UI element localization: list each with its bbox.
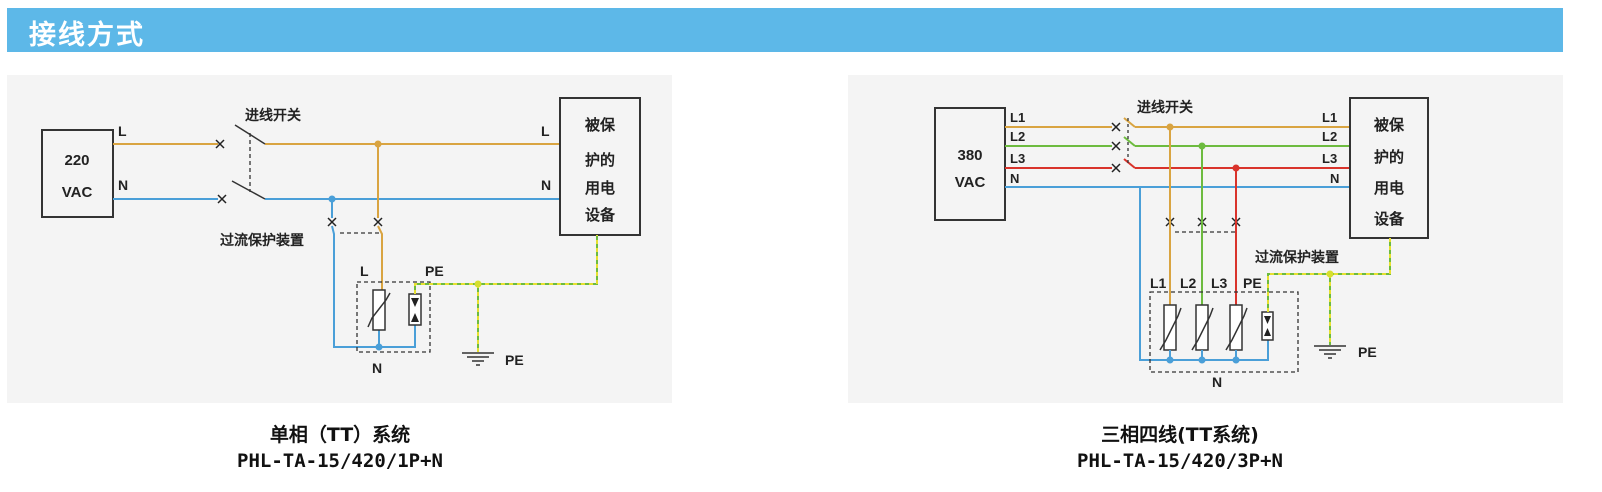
load-n-label: N [541,177,551,193]
protection-label: 过流保护装置 [220,232,304,248]
spd-module [356,281,431,353]
source-voltage: 220 [64,152,89,169]
load-label-3p-3: 用电 [1374,179,1404,197]
line-n-label: N [118,177,128,193]
three-phase-model: PHL-TA-15/420/3P+N [1077,450,1283,472]
single-phase-panel [7,75,672,403]
load-l-label: L [541,123,550,139]
load-l3-label: L3 [1322,151,1337,166]
source-box-220vac [41,129,114,218]
spd-pe-label: PE [425,263,444,279]
spd-l-wire [377,144,383,290]
ground-label: PE [505,352,524,368]
spd-l-label: L [360,263,369,279]
source-unit-3p: VAC [955,174,986,191]
load-label-3p-4: 设备 [1374,210,1405,228]
breaker-x-icons-3p [1111,122,1241,227]
load-label-4: 设备 [585,206,616,224]
ground-label-3p: PE [1358,344,1377,360]
source-voltage-3p: 380 [957,147,982,164]
spd-module-3p [1149,291,1299,373]
load-label-3p-1: 被保 [1374,116,1405,134]
load-l1-label: L1 [1322,110,1337,125]
section-header: 接线方式 [7,8,1563,52]
switch-label: 进线开关 [245,107,301,123]
protection-label-3p: 过流保护装置 [1255,249,1339,265]
load-box [559,97,641,236]
single-phase-caption: 单相（TT）系统 [269,424,411,446]
line-l1-label: L1 [1010,110,1025,125]
load-n-label-3p: N [1330,171,1339,186]
three-phase-caption: 三相四线(TT系统) [1101,424,1259,446]
ground-icon-3p [1314,345,1346,359]
single-phase-model: PHL-TA-15/420/1P+N [237,450,443,472]
load-label-2: 护的 [585,151,615,169]
spd-l2-label: L2 [1180,275,1197,291]
load-label-3: 用电 [585,179,615,197]
source-unit: VAC [62,184,93,201]
breaker-x-icons [215,139,383,227]
spd-l1-label: L1 [1150,275,1167,291]
line-l2-label: L2 [1010,129,1025,144]
varistor-icons [1159,304,1248,351]
load-label-3p-2: 护的 [1374,148,1404,166]
load-label-1: 被保 [585,116,616,134]
ground-icon [462,352,494,366]
line-n-label-3p: N [1010,171,1019,186]
line-l-label: L [118,123,127,139]
spd-l3-label: L3 [1211,275,1228,291]
section-title: 接线方式 [29,20,145,51]
source-box-380vac [934,107,1006,221]
spd-n-label: N [372,360,382,376]
switch-label-3p: 进线开关 [1137,99,1193,115]
spd-pe-label-3p: PE [1243,275,1262,291]
spd-n-label-3p: N [1212,374,1222,390]
pe-wire [414,235,598,352]
switch-blade-n [231,180,266,200]
load-l2-label: L2 [1322,129,1337,144]
line-l3-label: L3 [1010,151,1025,166]
